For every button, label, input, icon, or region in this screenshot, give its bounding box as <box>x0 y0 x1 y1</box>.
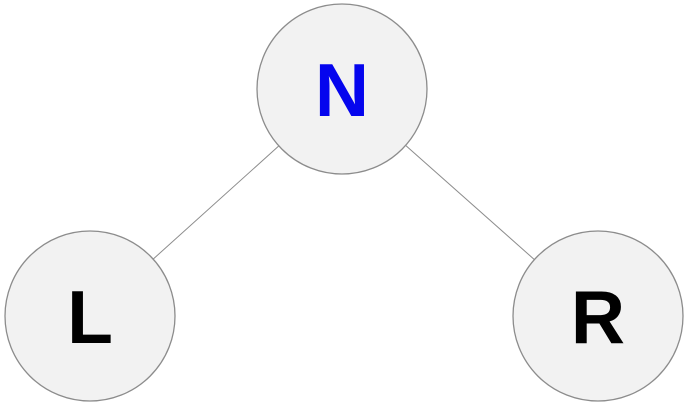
node-label-L: L <box>67 275 113 359</box>
node-R[interactable]: R <box>512 230 684 402</box>
node-circle-L[interactable] <box>4 230 176 402</box>
node-circle-N[interactable] <box>256 3 428 175</box>
node-circle-R[interactable] <box>512 230 684 402</box>
node-L[interactable]: L <box>4 230 176 402</box>
edge-N-L <box>152 145 280 260</box>
node-label-R: R <box>571 275 625 359</box>
edge-N-R <box>405 145 535 260</box>
node-N[interactable]: N <box>256 3 428 175</box>
node-label-N: N <box>315 48 369 132</box>
